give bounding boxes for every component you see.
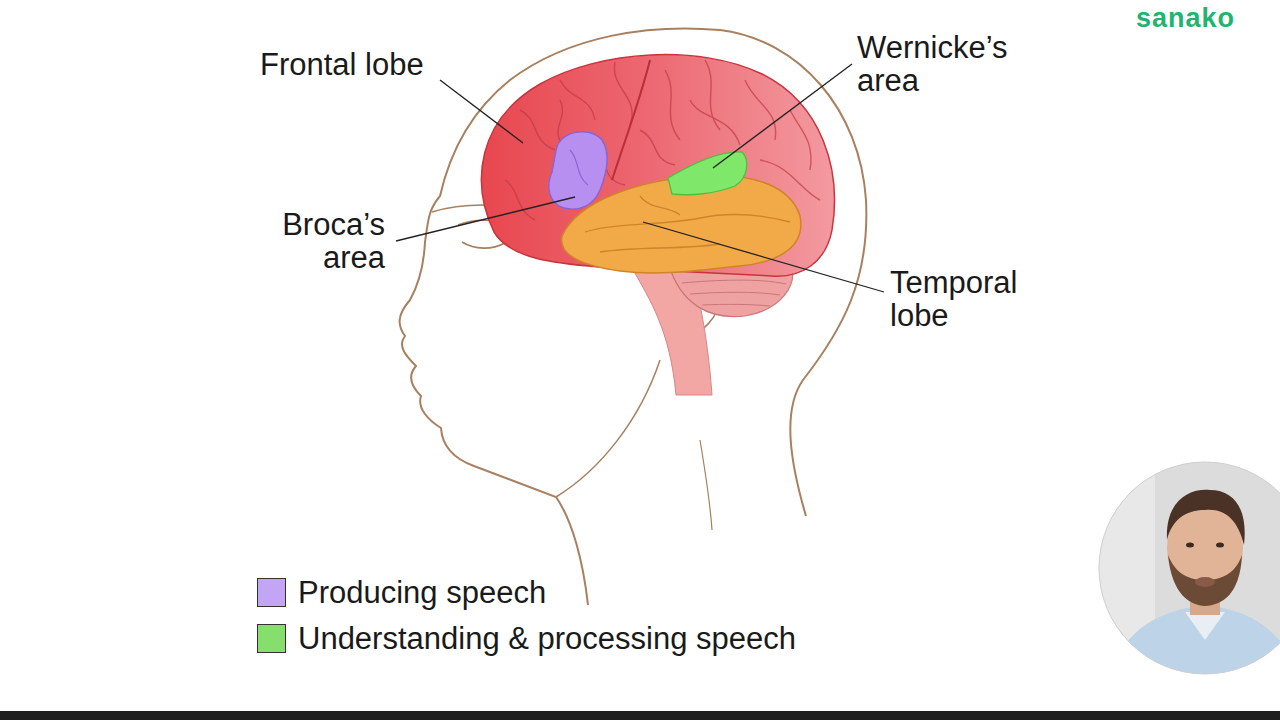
cerebrum: [481, 55, 834, 277]
wernickes-area: [668, 152, 747, 195]
area-label: Wernicke’s area: [857, 31, 1032, 97]
area-label: Broca’s area: [250, 208, 385, 274]
lobe-label: Temporal lobe: [890, 266, 1050, 332]
bottom-bar: [0, 711, 1280, 720]
collar-line: [700, 440, 712, 530]
leader-line: [396, 197, 575, 241]
closed-eye: [462, 242, 505, 248]
webcam-feed: [1095, 460, 1280, 680]
legend-swatch: [257, 624, 286, 653]
lobe-label: Frontal lobe: [260, 48, 424, 81]
brocas-area: [549, 132, 607, 209]
leader-line: [440, 80, 523, 143]
leader-line: [643, 222, 884, 292]
legend-text: Understanding & processing speech: [298, 622, 796, 655]
legend-text: Producing speech: [298, 576, 546, 609]
head-outline: [400, 28, 867, 605]
legend-row: Producing speech: [257, 576, 546, 609]
jaw-line: [556, 360, 660, 497]
leader-line: [713, 64, 852, 168]
legend-swatch: [257, 578, 286, 607]
legend-row: Understanding & processing speech: [257, 622, 796, 655]
watermark: sanako: [1136, 2, 1235, 35]
